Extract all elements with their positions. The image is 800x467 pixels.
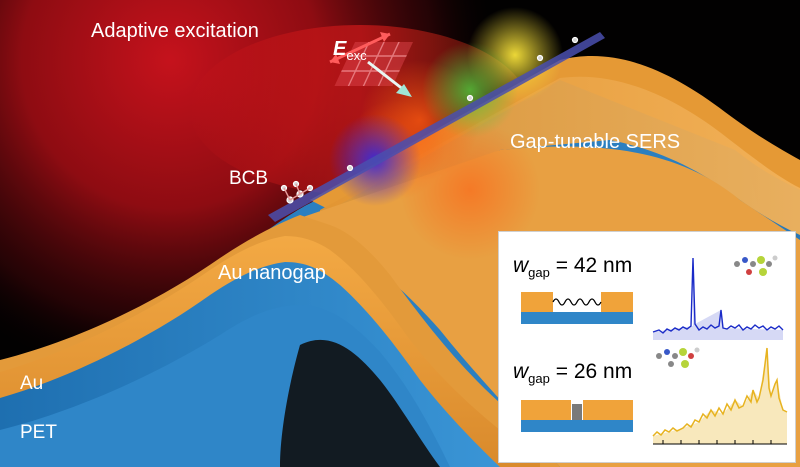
polarization-arrow-icon bbox=[329, 32, 391, 64]
au-nanogap-label: Au nanogap bbox=[218, 262, 326, 284]
pet-layer-label: PET bbox=[20, 422, 57, 443]
e-field-symbol: Eexc bbox=[333, 38, 367, 63]
field-grid-icon bbox=[334, 42, 413, 86]
molecule-icon-1 bbox=[734, 255, 778, 276]
gap-tunable-sers-label: Gap-tunable SERS bbox=[510, 131, 681, 153]
sers-inset-panel: wgap = 42 nm wgap = 26 nm bbox=[498, 231, 796, 463]
bcb-label: BCB bbox=[229, 168, 269, 189]
excitation-arrow-icon bbox=[367, 60, 412, 97]
molecule-icon-2 bbox=[656, 347, 700, 368]
wide-gap-spectrum bbox=[652, 255, 784, 340]
adaptive-excitation-label: Adaptive excitation bbox=[91, 20, 259, 42]
e-field-subscript: exc bbox=[346, 48, 367, 63]
gap-width-label-26: wgap = 26 nm bbox=[513, 360, 633, 387]
au-layer-label: Au bbox=[20, 373, 44, 394]
narrow-gap-schematic bbox=[521, 400, 633, 432]
narrow-gap-spectrum bbox=[652, 347, 788, 445]
wide-gap-schematic bbox=[521, 292, 633, 324]
gap-width-label-42: wgap = 42 nm bbox=[513, 254, 633, 281]
